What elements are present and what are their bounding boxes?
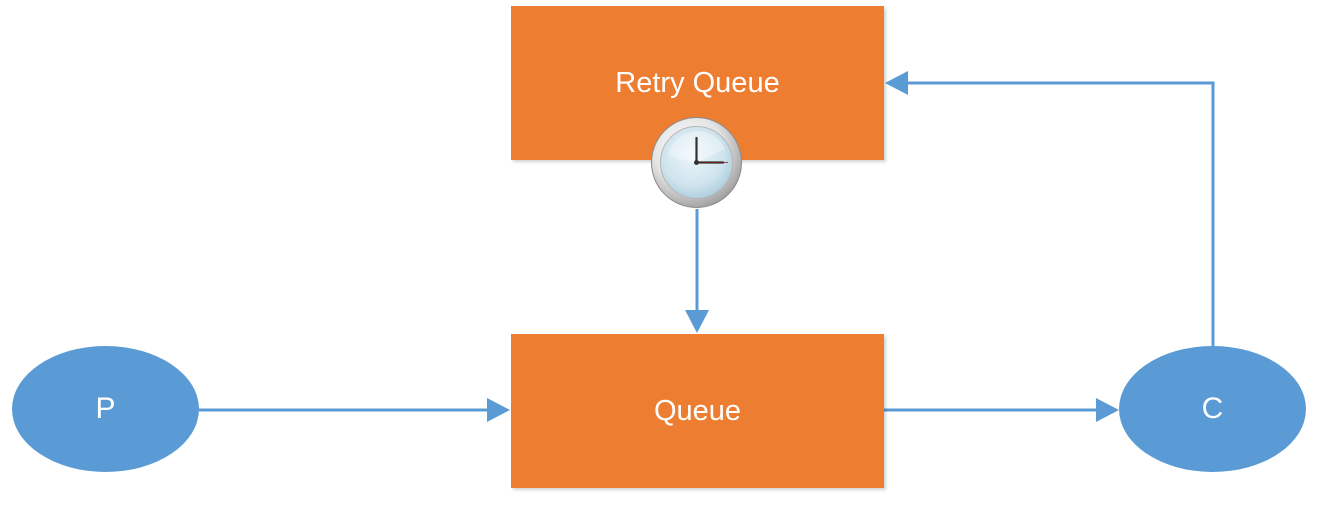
arrow-queue-to-consumer (884, 398, 1119, 422)
arrow-retry-queue-to-queue (685, 209, 709, 333)
producer-node: P (12, 346, 199, 472)
queue-box: Queue (511, 334, 884, 488)
producer-label: P (95, 392, 116, 425)
arrow-consumer-to-retry-queue (885, 71, 1215, 346)
arrow-producer-to-queue (199, 398, 510, 422)
consumer-label: C (1201, 392, 1224, 425)
clock-icon (651, 117, 742, 208)
consumer-node: C (1119, 346, 1306, 472)
retry-queue-label: Retry Queue (615, 67, 780, 99)
queue-label: Queue (653, 394, 742, 427)
